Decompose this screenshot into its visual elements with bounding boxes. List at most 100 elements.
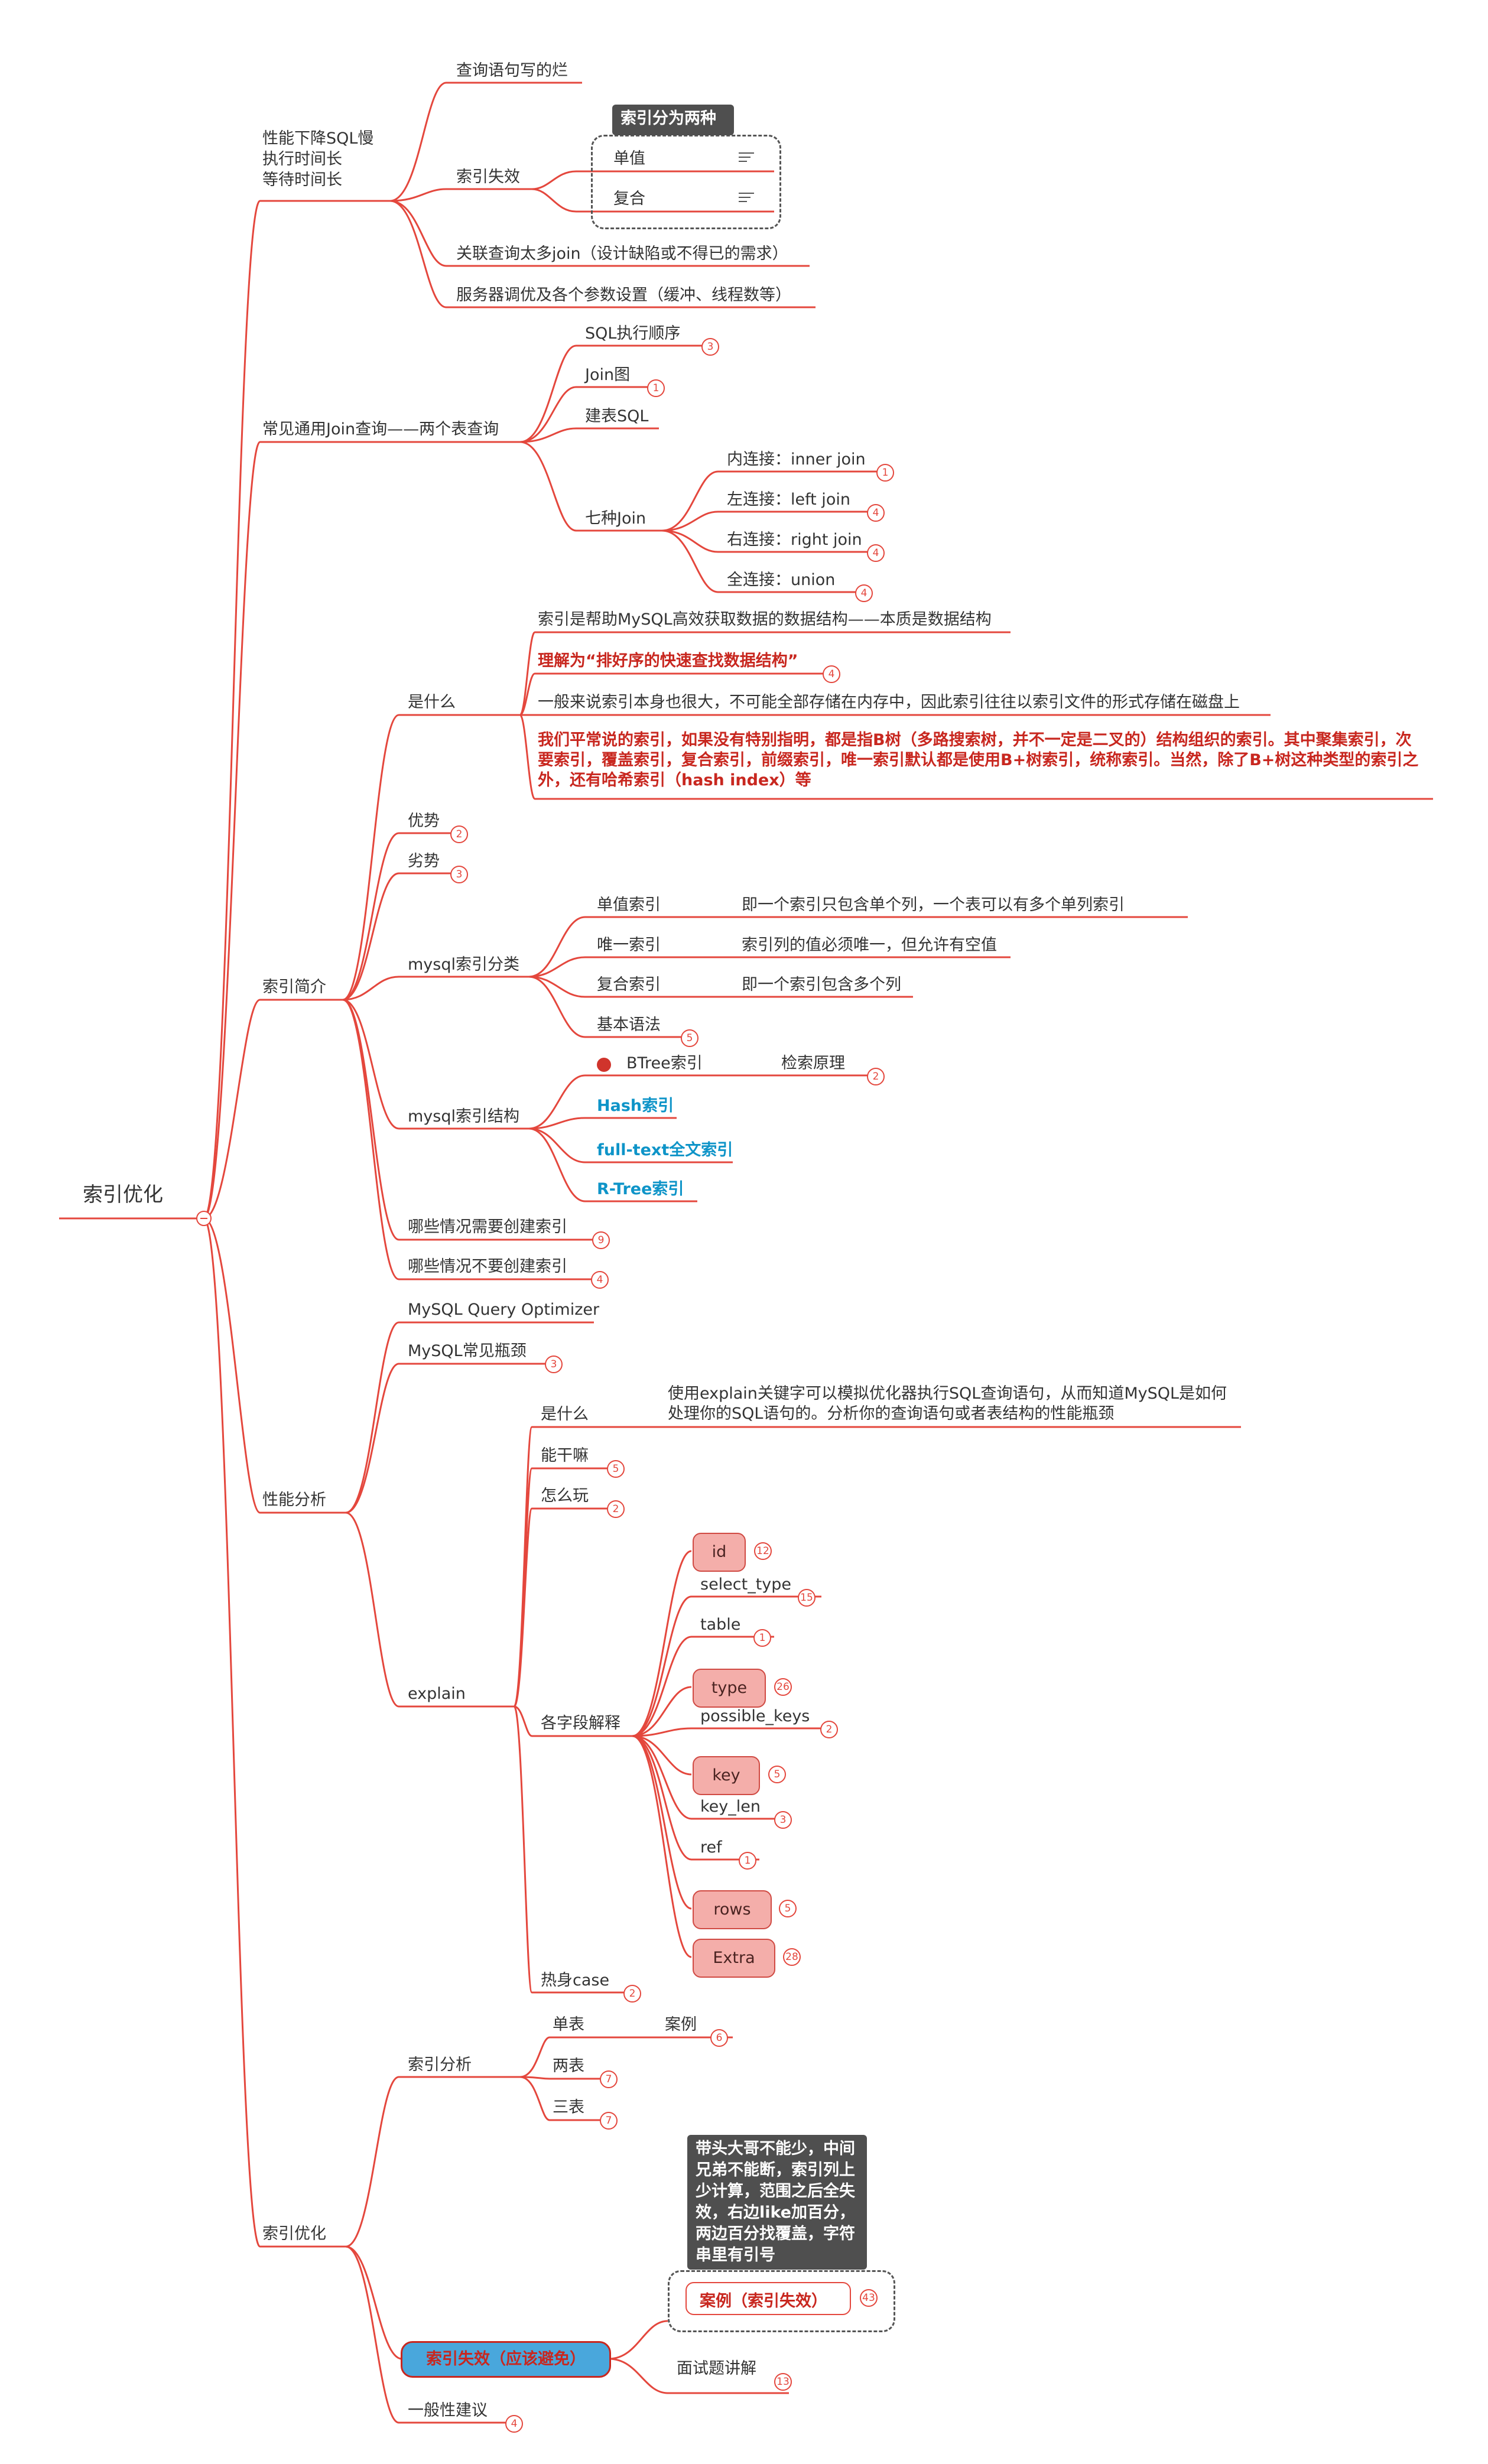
field-ref[interactable]: ref bbox=[700, 1838, 722, 1857]
node-field-explanation[interactable]: 各字段解释 bbox=[541, 1714, 620, 1732]
count-badge[interactable]: 1 bbox=[739, 1852, 756, 1870]
count-badge[interactable]: 6 bbox=[710, 2029, 728, 2047]
node-btree-index[interactable]: BTree索引 bbox=[626, 1054, 703, 1072]
count-badge[interactable]: 5 bbox=[607, 1460, 625, 1478]
node-composite-index[interactable]: 复合 bbox=[613, 190, 645, 208]
field-possible-keys[interactable]: possible_keys bbox=[700, 1707, 810, 1725]
node-warmup-case[interactable]: 热身case bbox=[541, 1971, 610, 1990]
node-interview-questions[interactable]: 面试题讲解 bbox=[677, 2359, 756, 2378]
node-index-failure-avoid[interactable]: 索引失效（应该避免） bbox=[401, 2341, 611, 2378]
field-select-type[interactable]: select_type bbox=[700, 1575, 792, 1594]
count-badge[interactable]: 12 bbox=[754, 1542, 772, 1560]
count-badge[interactable]: 7 bbox=[600, 2112, 618, 2130]
node-index-btree-note[interactable]: 我们平常说的索引，如果没有特别指明，都是指B树（多路搜索树，并不一定是二叉的）结… bbox=[538, 731, 1419, 789]
node-index-definition[interactable]: 索引是帮助MySQL高效获取数据的数据结构——本质是数据结构 bbox=[538, 610, 992, 629]
field-type[interactable]: type bbox=[693, 1669, 766, 1708]
count-badge[interactable]: 5 bbox=[768, 1766, 786, 1783]
node-unique-index[interactable]: 唯一索引 bbox=[597, 936, 661, 954]
count-badge[interactable]: 3 bbox=[774, 1811, 792, 1829]
node-full-join[interactable]: 全连接：union bbox=[727, 571, 836, 589]
count-badge[interactable]: 43 bbox=[860, 2289, 878, 2307]
node-index-analysis[interactable]: 索引分析 bbox=[408, 2056, 472, 2074]
branch-performance[interactable]: 性能分析 bbox=[262, 1491, 326, 1509]
branch-slow-sql-line1[interactable]: 性能下降SQL慢 bbox=[262, 129, 374, 148]
node-index-storage[interactable]: 一般来说索引本身也很大，不可能全部存储在内存中，因此索引往往以索引文件的形式存储… bbox=[538, 693, 1240, 711]
node-hash-index[interactable]: Hash索引 bbox=[597, 1097, 674, 1115]
count-badge[interactable]: 3 bbox=[701, 338, 719, 356]
node-explain-usage[interactable]: 能干嘛 bbox=[541, 1446, 589, 1465]
count-badge[interactable]: 2 bbox=[607, 1500, 625, 1518]
node-inner-join[interactable]: 内连接：inner join bbox=[727, 450, 866, 469]
node-rtree-index[interactable]: R-Tree索引 bbox=[597, 1180, 684, 1198]
node-explain[interactable]: explain bbox=[408, 1685, 466, 1703]
node-index-fail[interactable]: 索引失效 bbox=[456, 168, 520, 186]
node-left-join[interactable]: 左连接：left join bbox=[727, 490, 850, 509]
count-badge[interactable]: 5 bbox=[681, 1029, 698, 1047]
node-index-structure[interactable]: mysql索引结构 bbox=[408, 1107, 519, 1126]
count-badge[interactable]: 4 bbox=[823, 665, 840, 683]
field-table[interactable]: table bbox=[700, 1615, 741, 1634]
count-badge[interactable]: 28 bbox=[783, 1948, 801, 1966]
count-badge[interactable]: 15 bbox=[798, 1589, 816, 1607]
count-badge[interactable]: 2 bbox=[867, 1068, 885, 1085]
count-badge[interactable]: 4 bbox=[867, 504, 885, 522]
node-fulltext-index[interactable]: full-text全文索引 bbox=[597, 1141, 733, 1159]
node-join-diagram[interactable]: Join图 bbox=[585, 366, 631, 384]
node-what-is-index[interactable]: 是什么 bbox=[408, 693, 456, 711]
count-badge[interactable]: 4 bbox=[505, 2415, 523, 2433]
count-badge[interactable]: 1 bbox=[753, 1629, 771, 1647]
count-badge[interactable]: 2 bbox=[623, 1985, 641, 2003]
field-rows[interactable]: rows bbox=[693, 1890, 772, 1929]
count-badge[interactable]: 4 bbox=[867, 544, 885, 562]
branch-index-optimization[interactable]: 索引优化 bbox=[262, 2225, 326, 2243]
root-topic[interactable]: 索引优化 bbox=[83, 1183, 163, 1207]
branch-join-query[interactable]: 常见通用Join查询——两个表查询 bbox=[262, 420, 499, 438]
node-failure-case[interactable]: 案例（索引失效） bbox=[700, 2292, 827, 2310]
field-extra[interactable]: Extra bbox=[693, 1939, 775, 1978]
field-key-len[interactable]: key_len bbox=[700, 1797, 761, 1816]
note-icon[interactable] bbox=[739, 193, 754, 203]
count-badge[interactable]: 4 bbox=[591, 1271, 609, 1289]
node-single-index[interactable]: 单值 bbox=[613, 149, 645, 168]
node-too-many-joins[interactable]: 关联查询太多join（设计缺陷或不得已的需求） bbox=[456, 245, 788, 263]
node-explain-howto[interactable]: 怎么玩 bbox=[541, 1487, 589, 1505]
node-explain-what[interactable]: 是什么 bbox=[541, 1405, 589, 1423]
count-badge[interactable]: 3 bbox=[450, 866, 468, 883]
field-key[interactable]: key bbox=[693, 1756, 760, 1795]
node-bottleneck[interactable]: MySQL常见瓶颈 bbox=[408, 1342, 527, 1360]
node-sql-exec-order[interactable]: SQL执行顺序 bbox=[585, 324, 681, 343]
count-badge[interactable]: 1 bbox=[647, 379, 665, 397]
branch-index-intro[interactable]: 索引简介 bbox=[262, 978, 326, 996]
node-single-value-index[interactable]: 单值索引 bbox=[597, 896, 661, 914]
node-when-create-index[interactable]: 哪些情况需要创建索引 bbox=[408, 1218, 567, 1236]
collapse-toggle-icon[interactable] bbox=[196, 1211, 212, 1226]
node-server-tuning[interactable]: 服务器调优及各个参数设置（缓冲、线程数等） bbox=[456, 286, 791, 304]
node-right-join[interactable]: 右连接：right join bbox=[727, 531, 862, 549]
count-badge[interactable]: 5 bbox=[779, 1900, 797, 1917]
node-general-advice[interactable]: 一般性建议 bbox=[408, 2401, 488, 2420]
node-seven-joins[interactable]: 七种Join bbox=[585, 509, 646, 528]
node-create-table-sql[interactable]: 建表SQL bbox=[585, 407, 649, 425]
count-badge[interactable]: 26 bbox=[774, 1678, 792, 1696]
count-badge[interactable]: 4 bbox=[855, 584, 873, 602]
count-badge[interactable]: 2 bbox=[820, 1721, 838, 1738]
node-three-tables[interactable]: 三表 bbox=[553, 2098, 584, 2117]
node-basic-syntax[interactable]: 基本语法 bbox=[597, 1016, 661, 1034]
node-disadvantage[interactable]: 劣势 bbox=[408, 852, 440, 870]
node-advantage[interactable]: 优势 bbox=[408, 812, 440, 830]
node-when-not-create-index[interactable]: 哪些情况不要创建索引 bbox=[408, 1257, 567, 1276]
node-bad-query[interactable]: 查询语句写的烂 bbox=[456, 61, 568, 80]
count-badge[interactable]: 3 bbox=[545, 1355, 563, 1373]
count-badge[interactable]: 2 bbox=[450, 825, 468, 843]
count-badge[interactable]: 7 bbox=[600, 2070, 618, 2088]
node-query-optimizer[interactable]: MySQL Query Optimizer bbox=[408, 1301, 600, 1319]
node-two-tables[interactable]: 两表 bbox=[553, 2057, 584, 2075]
node-index-classification[interactable]: mysql索引分类 bbox=[408, 955, 519, 974]
node-single-table[interactable]: 单表 bbox=[553, 2016, 584, 2034]
count-badge[interactable]: 1 bbox=[876, 464, 894, 482]
count-badge[interactable]: 13 bbox=[774, 2373, 792, 2391]
node-index-understanding[interactable]: 理解为“排好序的快速查找数据结构” bbox=[538, 652, 798, 670]
field-id[interactable]: id bbox=[693, 1533, 746, 1572]
note-icon[interactable] bbox=[739, 152, 754, 163]
count-badge[interactable]: 9 bbox=[592, 1231, 610, 1249]
